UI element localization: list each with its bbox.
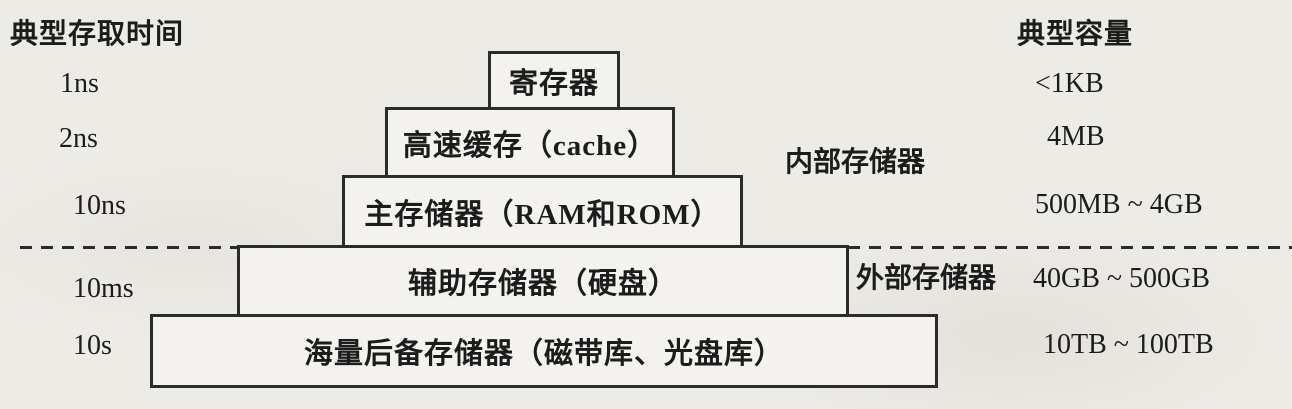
access-time-column-header: 典型存取时间 (10, 19, 185, 50)
capacity-label-mass: 10TB ~ 100TB (1043, 329, 1214, 360)
memory-level-box-auxiliary: 辅助存储器（硬盘） (237, 245, 849, 317)
internal-external-divider-left-segment (20, 246, 238, 249)
memory-level-box-main: 主存储器（RAM和ROM） (342, 175, 743, 248)
capacity-label-cache: 4MB (1047, 121, 1105, 152)
memory-level-box-mass: 海量后备存储器（磁带库、光盘库） (150, 314, 938, 388)
access-time-label-auxiliary: 10ms (73, 273, 134, 304)
access-time-label-mass: 10s (73, 330, 112, 361)
capacity-label-main: 500MB ~ 4GB (1035, 189, 1203, 220)
capacity-label-register: <1KB (1035, 68, 1104, 99)
access-time-label-cache: 2ns (59, 123, 98, 154)
capacity-label-auxiliary: 40GB ~ 500GB (1033, 263, 1210, 294)
memory-level-box-register: 寄存器 (488, 51, 620, 110)
access-time-label-register: 1ns (60, 68, 99, 99)
internal-memory-group-label: 内部存储器 (785, 147, 926, 178)
internal-external-divider-right-segment (848, 246, 1292, 249)
memory-level-box-cache: 高速缓存（cache） (385, 107, 675, 178)
external-memory-group-label: 外部存储器 (856, 263, 997, 294)
access-time-label-main: 10ns (73, 190, 126, 221)
capacity-column-header: 典型容量 (1017, 19, 1134, 50)
